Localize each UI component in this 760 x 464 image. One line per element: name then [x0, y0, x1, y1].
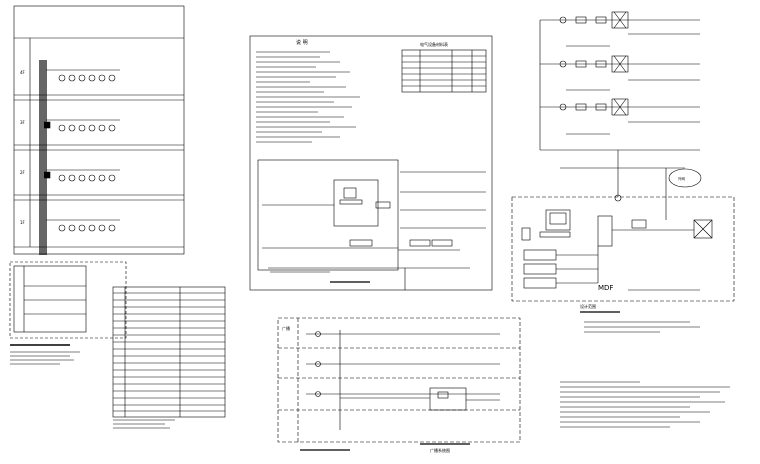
right-notes: 设计范围 — [560, 303, 730, 428]
notes-title: 说 明 — [296, 39, 308, 46]
riser-legend-box — [9, 261, 127, 365]
riser-diagram: 4F 3F 2F 1F — [13, 5, 185, 255]
mdf-label: MDF — [598, 284, 613, 292]
cable-table-title: 电气设备材料表 — [420, 41, 448, 47]
floor-label-1: 1F — [20, 220, 26, 225]
notes-sheet: 说 明 电气设备材料表 — [249, 35, 493, 291]
floor-label-3: 3F — [20, 120, 26, 125]
right-device-chains — [539, 11, 700, 151]
floor-label-2: 2F — [20, 170, 26, 175]
floor-label-4: 4F — [20, 70, 26, 75]
mdf-network: 外网 MDF — [511, 150, 735, 302]
broadcast-title: 广播系统图 — [430, 447, 450, 453]
riser-frame — [13, 5, 185, 255]
broadcast-system: 广播 广播系统图 — [277, 317, 521, 453]
material-table — [112, 286, 226, 429]
scope-label: 设计范围 — [580, 303, 596, 309]
network-cloud-label: 外网 — [678, 176, 686, 181]
broadcast-label: 广播 — [282, 325, 290, 331]
